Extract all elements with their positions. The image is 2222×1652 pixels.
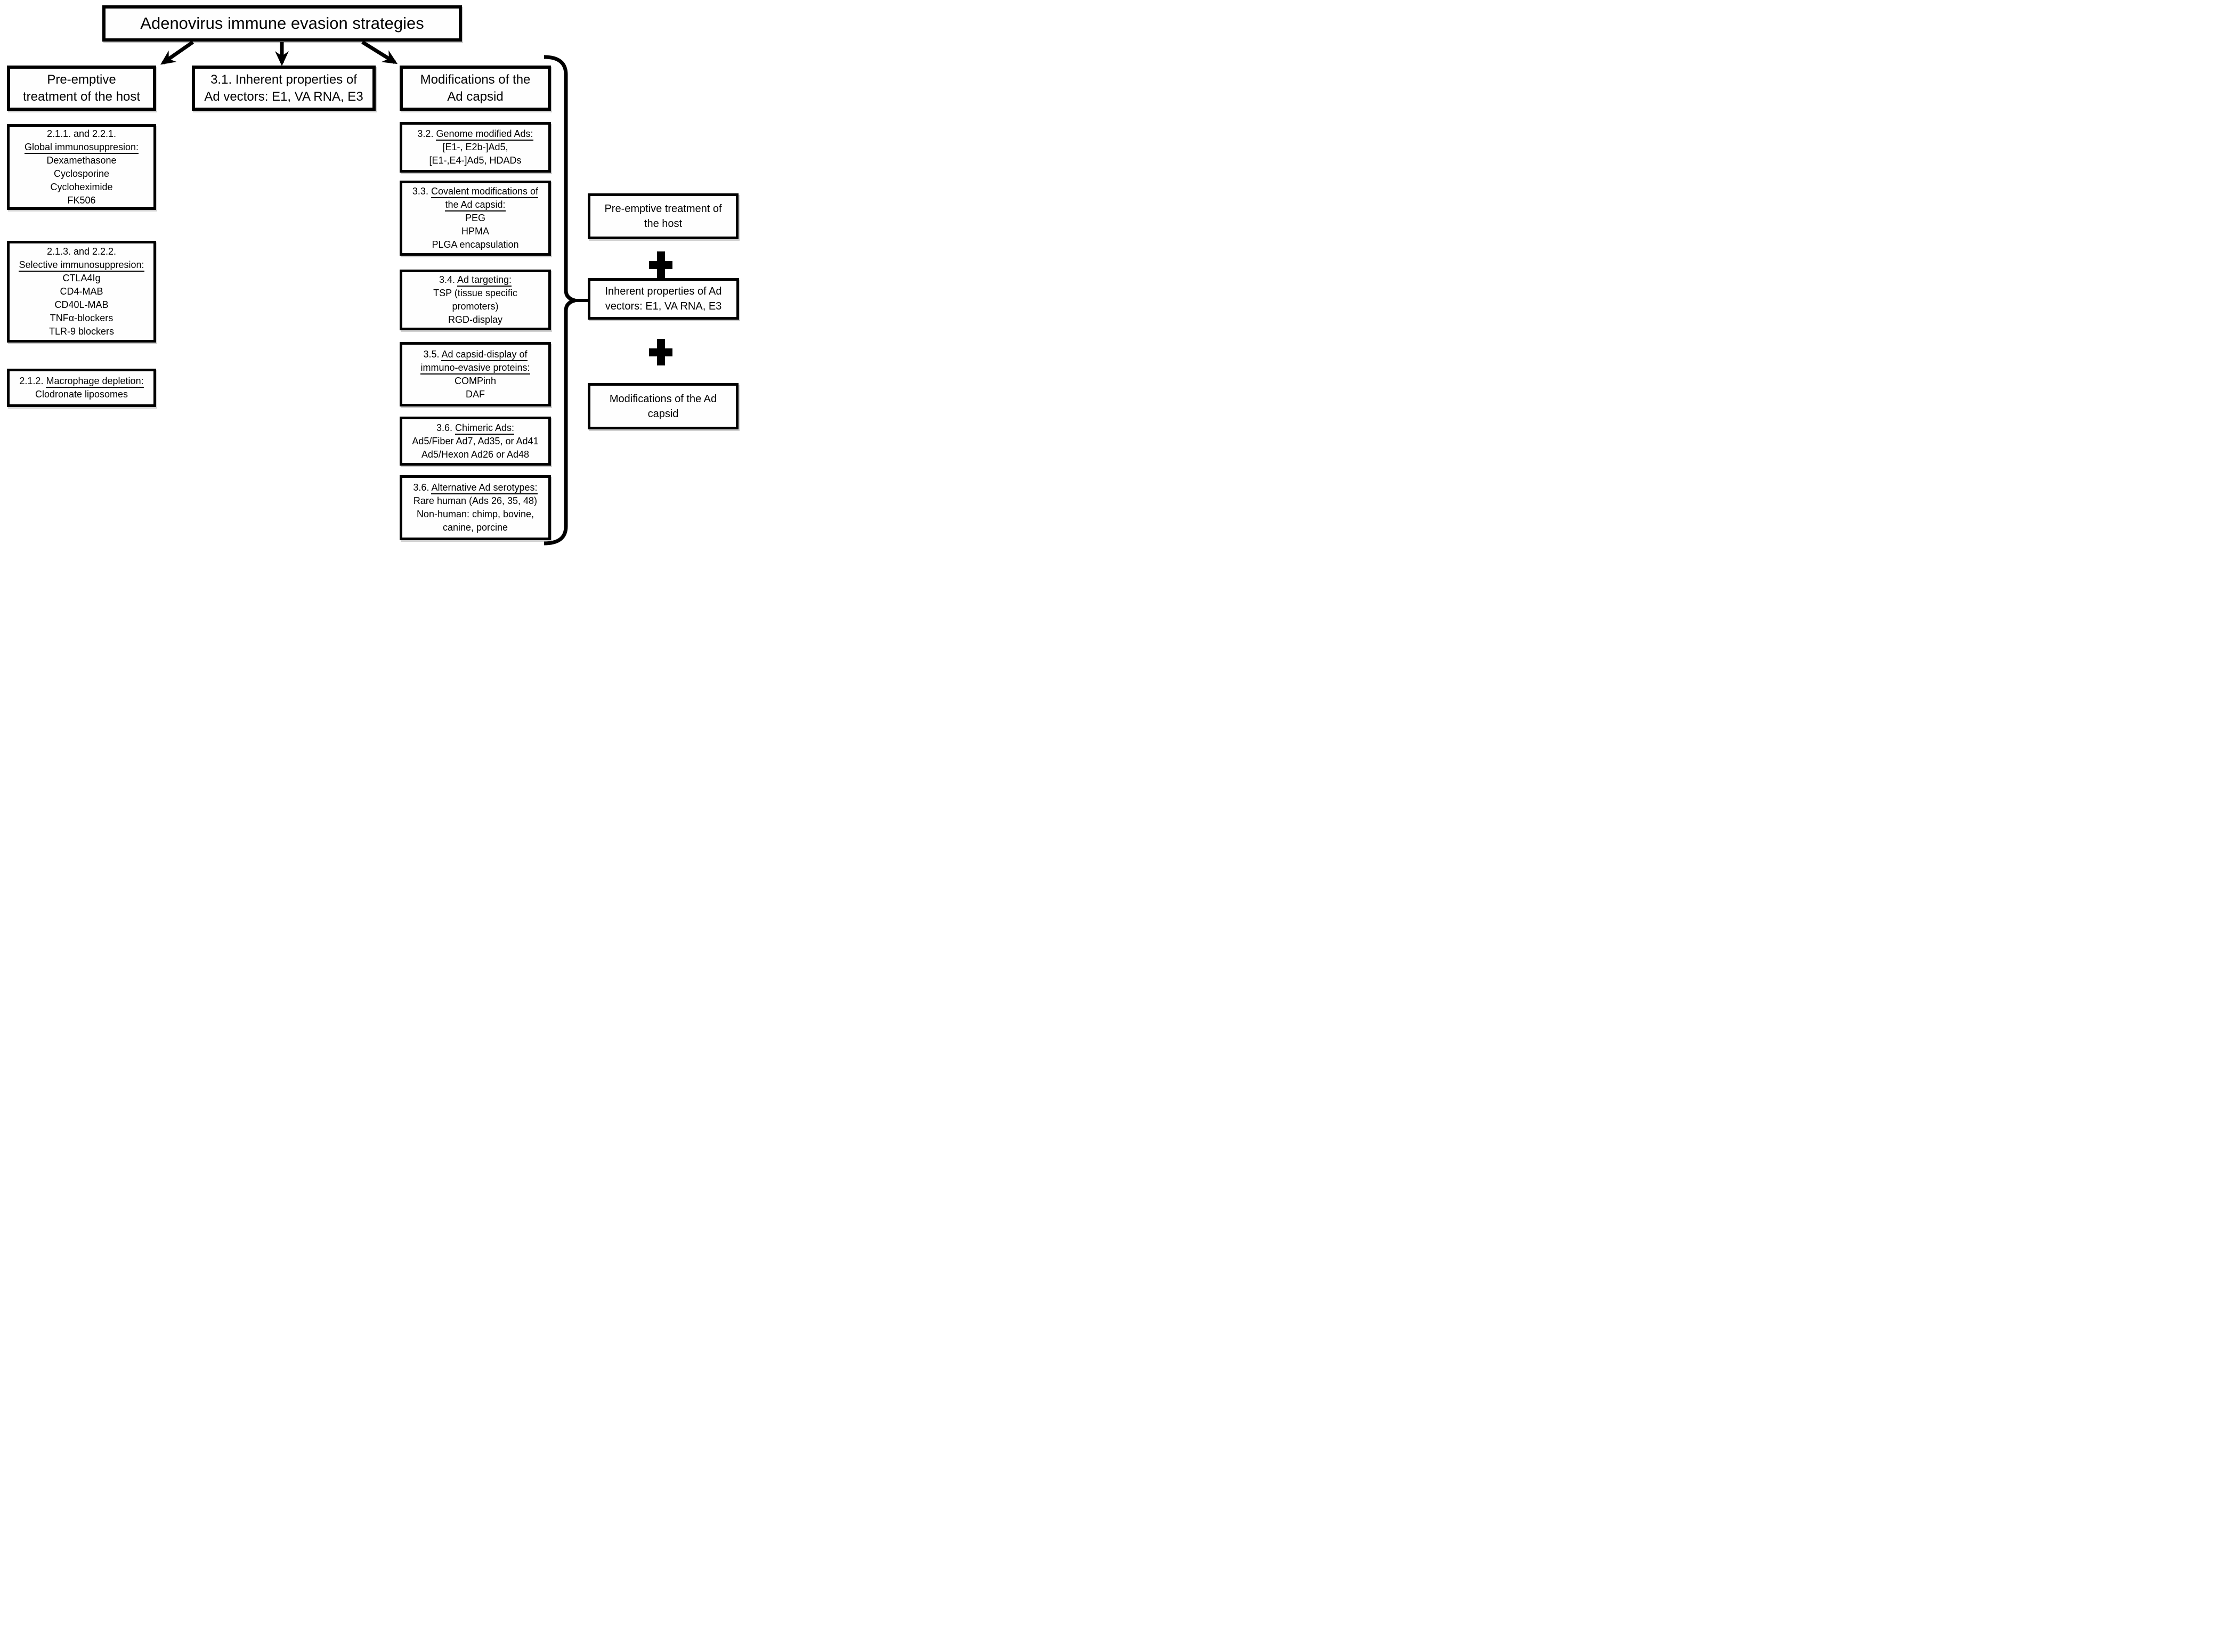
text-line: TLR-9 blockers	[48, 326, 115, 337]
summary-box-modifications: Modifications of the Ad capsid	[588, 383, 739, 429]
text-line: RGD-display	[448, 314, 503, 325]
plus-horizontal-bar	[649, 348, 672, 356]
text-line: HPMA	[461, 226, 489, 237]
text-line: 2.1.3. and 2.2.2.	[46, 246, 117, 257]
text-line: 3.5. Ad capsid-display of	[423, 348, 528, 361]
header-pre-emptive-treatment: Pre-emptive treatment of the host	[7, 66, 156, 111]
text-line: Modifications of the	[420, 72, 531, 87]
box-alternative-ad-serotypes: 3.6. Alternative Ad serotypes:Rare human…	[400, 475, 551, 540]
text-line: capsid	[647, 408, 679, 420]
text-line: the host	[644, 218, 683, 230]
text-line: Cycloheximide	[50, 181, 113, 192]
box-genome-modified-ads: 3.2. Genome modified Ads:[E1-, E2b-]Ad5,…	[400, 122, 551, 173]
text-line: Clodronate liposomes	[35, 389, 128, 400]
box-ad-targeting: 3.4. Ad targeting:TSP (tissue specific pr…	[400, 270, 551, 330]
text-line: 3.3. Covalent modifications of	[412, 185, 539, 198]
text-line: Rare human (Ads 26, 35, 48)	[413, 495, 538, 506]
arrow-down-right-icon	[361, 40, 398, 64]
plus-icon	[649, 339, 672, 365]
text-line: Ad5/Hexon Ad26 or Ad48	[421, 449, 530, 460]
diagram-title-text: Adenovirus immune evasion strategies	[140, 14, 424, 32]
text-line: FK506	[67, 194, 96, 206]
plus-icon	[649, 251, 672, 278]
text-line: [E1-, E2b-]Ad5,	[442, 142, 508, 152]
text-line: promoters)	[452, 301, 499, 312]
text-line: CD4-MAB	[60, 286, 103, 297]
text-line: CTLA4Ig	[62, 273, 101, 283]
header-inherent-properties: 3.1. Inherent properties of Ad vectors: E…	[192, 66, 376, 111]
text-line: Modifications of the Ad	[609, 393, 717, 405]
box-global-immunosuppression: 2.1.1. and 2.2.1. Global immunosuppresion…	[7, 124, 156, 210]
text-line: treatment of the host	[22, 89, 141, 104]
text-line: immuno-evasive proteins:	[420, 361, 530, 375]
text-line: CD40L-MAB	[54, 299, 109, 310]
text-line: Cyclosporine	[53, 168, 110, 179]
text-line: vectors: E1, VA RNA, E3	[605, 300, 722, 312]
text-line: DAF	[466, 388, 485, 400]
text-line: canine, porcine	[442, 522, 508, 533]
text-line: 2.1.1. and 2.2.1.	[46, 128, 117, 139]
text-line: 3.1. Inherent properties of	[210, 72, 357, 87]
text-line: Dexamethasone	[46, 154, 117, 166]
text-line: Ad capsid	[447, 89, 504, 104]
summary-box-pre-emptive: Pre-emptive treatment of the host	[588, 193, 739, 239]
text-line: Ad vectors: E1, VA RNA, E3	[204, 89, 363, 104]
text-line: Non-human: chimp, bovine,	[416, 509, 534, 519]
text-line: 3.6. Alternative Ad serotypes:	[413, 481, 538, 494]
text-line: PEG	[465, 213, 485, 223]
text-line: Pre-emptive	[47, 72, 116, 87]
text-line: Ad5/Fiber Ad7, Ad35, or Ad41	[412, 435, 539, 446]
diagram-canvas: Adenovirus immune evasion strategies Pre…	[0, 0, 741, 551]
text-line: Global immunosuppresion:	[24, 141, 139, 154]
box-chimeric-ads: 3.6. Chimeric Ads:Ad5/Fiber Ad7, Ad35, o…	[400, 417, 551, 466]
text-line: [E1-,E4-]Ad5, HDADs	[429, 155, 522, 166]
text-line: Pre-emptive treatment of	[604, 203, 722, 215]
box-macrophage-depletion: 2.1.2. Macrophage depletion:Clodronate l…	[7, 369, 156, 407]
text-line: TNFα-blockers	[50, 313, 113, 323]
arrow-down-left-icon	[160, 40, 194, 65]
text-line: 3.4. Ad targeting:	[439, 273, 512, 287]
text-line: 3.6. Chimeric Ads:	[436, 421, 515, 435]
text-line: 3.2. Genome modified Ads:	[417, 127, 533, 141]
text-line: Selective immunosuppresion:	[19, 258, 144, 272]
text-line: the Ad capsid:	[445, 198, 506, 211]
box-selective-immunosuppression: 2.1.3. and 2.2.2.Selective immunosuppres…	[7, 241, 156, 343]
summary-box-inherent-properties: Inherent properties of Ad vectors: E1, VA…	[588, 278, 739, 320]
plus-horizontal-bar	[649, 261, 672, 269]
text-line: 2.1.2. Macrophage depletion:	[19, 375, 144, 388]
diagram-title: Adenovirus immune evasion strategies	[102, 5, 462, 42]
text-line: COMPinh	[454, 375, 497, 386]
text-line: Inherent properties of Ad	[605, 286, 722, 297]
header-modifications-ad-capsid: Modifications of the Ad capsid	[400, 66, 551, 111]
text-line: TSP (tissue specific	[433, 288, 517, 298]
text-line: PLGA encapsulation	[432, 239, 519, 250]
